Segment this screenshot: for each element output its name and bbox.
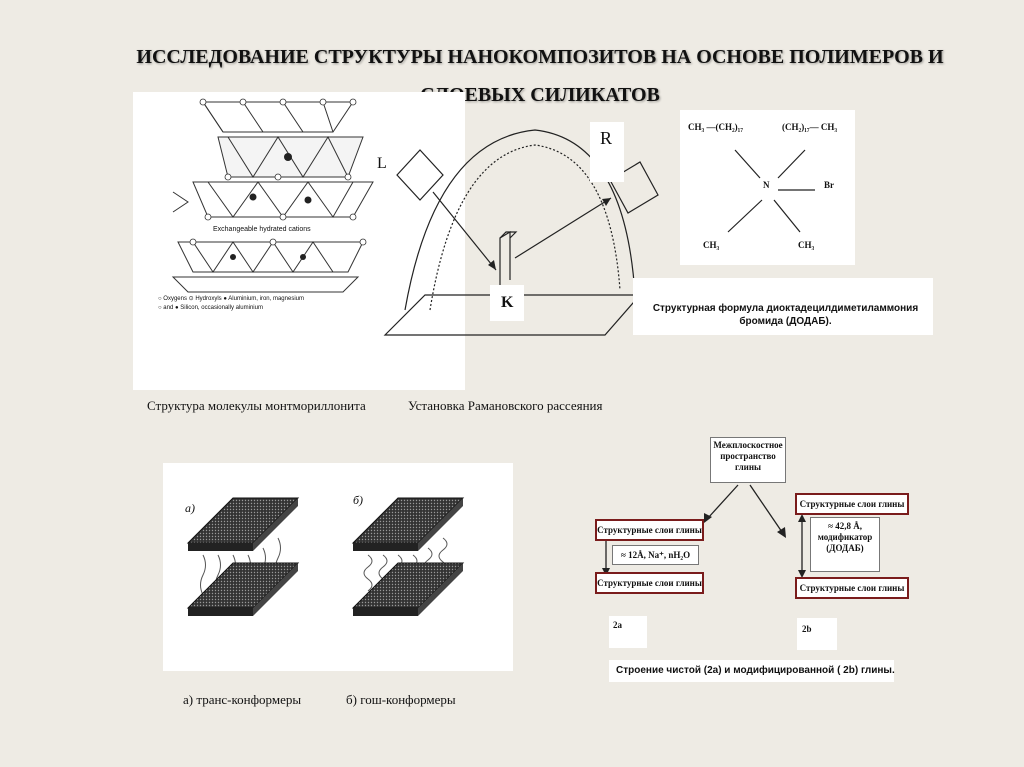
conformer-caption-a: а) транс-конформеры: [183, 692, 302, 707]
label-2a-box: 2a: [609, 616, 647, 648]
clay-layer-right-bottom: Структурные слои глины: [795, 577, 909, 599]
formula-bromine: Br: [824, 180, 834, 190]
formula-panel: CH₃ —(CH₂)₁₇ (CH₂)₁₇— CH₃ N Br CH₃ CH₃: [680, 110, 855, 265]
raman-label-k: K: [501, 294, 514, 311]
legend-line-2: ○ and ● Silicon, occasionally aluminium: [158, 305, 263, 311]
clay-caption-box: Строение чистой (2а) и модифицированной …: [609, 660, 895, 682]
left-spacing-label: ≈ 12Å, Na⁺, nH₂O: [612, 545, 699, 565]
interlayer-space-box: Межплоскостное пространство глины: [710, 437, 786, 483]
formula-caption: Структурная формула диоктадецилдиметилам…: [652, 303, 919, 327]
formula-top-right: (CH₂)₁₇— CH₃: [782, 122, 838, 132]
slide-title: ИССЛЕДОВАНИЕ СТРУКТУРЫ НАНОКОМПОЗИТОВ НА…: [136, 46, 944, 106]
formula-top-left: CH₃ —(CH₂)₁₇: [688, 122, 744, 132]
label-2b: 2b: [802, 624, 812, 634]
formula-nitrogen: N: [763, 180, 770, 190]
conformer-label-a: а): [185, 501, 195, 515]
legend-line-1: ○ Oxygens ⊙ Hydroxyls ● Aluminium, iron,…: [158, 296, 304, 302]
label-2a: 2a: [613, 620, 622, 630]
raman-setup-drawing: [383, 122, 659, 336]
raman-caption: Установка Рамановского рассеяния: [408, 398, 603, 413]
clay-caption: Строение чистой (2а) и модифицированной …: [616, 665, 895, 676]
montmorillonite-panel: Exchangeable hydrated cations ○ Oxygens …: [133, 92, 465, 390]
formula-bottom-left: CH₃: [703, 240, 720, 250]
conformer-caption-b: б) гош-конформеры: [346, 692, 456, 707]
montmorillonite-caption: Структура молекулы монтмориллонита: [147, 398, 366, 413]
conformers-drawing: [186, 497, 465, 616]
raman-label-l: L: [377, 155, 387, 172]
exchangeable-cations-label: Exchangeable hydrated cations: [213, 226, 311, 233]
label-2b-box: 2b: [797, 618, 837, 650]
formula-bonds: [727, 149, 815, 233]
conformers-panel: а) б): [163, 463, 513, 671]
conformer-label-b: б): [353, 493, 364, 507]
formula-caption-box: Структурная формула диоктадецилдиметилам…: [633, 278, 933, 335]
raman-label-r: R: [600, 128, 613, 148]
clay-layer-left-bottom: Структурные слои глины: [595, 572, 704, 594]
clay-layer-right-top: Структурные слои глины: [795, 493, 909, 515]
formula-bottom-right: CH₃: [798, 240, 815, 250]
right-spacing-label: ≈ 42,8 Å, модификатор (ДОДАБ): [810, 517, 880, 572]
clay-layer-left-top: Структурные слои глины: [595, 519, 704, 541]
montmorillonite-drawing: [171, 98, 374, 293]
